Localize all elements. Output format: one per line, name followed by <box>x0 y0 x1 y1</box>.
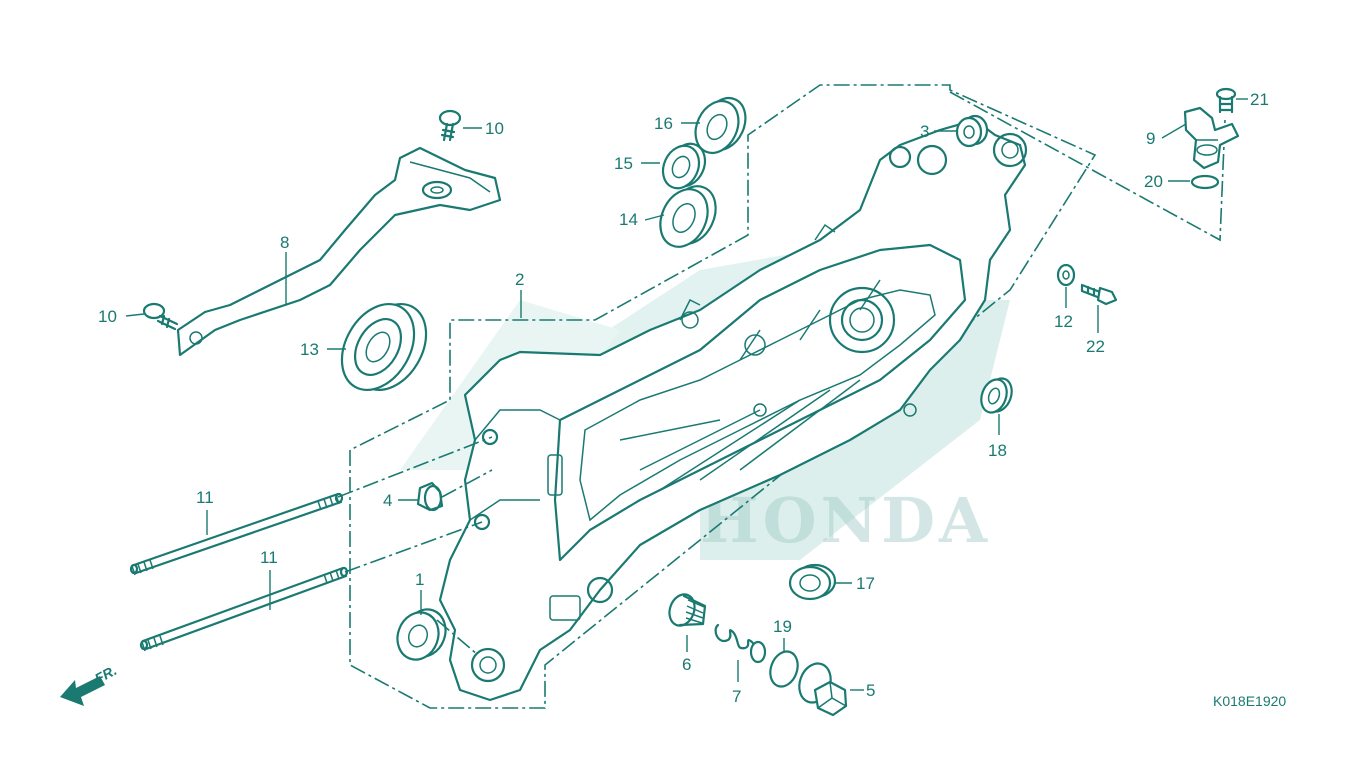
speed-sensor-9 <box>1183 106 1240 170</box>
sensor-group-outline <box>949 91 1226 242</box>
collar-4 <box>416 481 444 512</box>
callout-10-lower: 10 <box>98 307 117 326</box>
diagram-code: K018E1920 <box>1213 693 1286 709</box>
callout-11-lower: 11 <box>260 548 278 567</box>
callout-7: 7 <box>732 687 741 706</box>
oil-seal-18 <box>980 377 1013 414</box>
washer-12 <box>1056 263 1076 287</box>
dowel-1 <box>396 608 447 661</box>
strainer-6 <box>668 593 707 627</box>
callout-11-upper: 11 <box>196 488 214 507</box>
callout-6: 6 <box>682 655 691 674</box>
stud-11-lower <box>139 566 349 652</box>
bolt-10-lower <box>142 302 179 331</box>
bushing-3 <box>955 114 989 148</box>
callout-2: 2 <box>515 270 524 289</box>
callout-22: 22 <box>1086 337 1105 356</box>
left-crankcase <box>438 118 1028 702</box>
callout-19: 19 <box>773 617 792 636</box>
callout-15: 15 <box>614 154 633 173</box>
bolt-10-upper <box>438 109 462 142</box>
hanger-bracket <box>176 146 502 357</box>
bolt-22 <box>1080 283 1118 306</box>
crankcase-group-outline <box>349 84 1097 709</box>
callout-10-upper: 10 <box>485 119 504 138</box>
callout-4: 4 <box>383 491 392 510</box>
bearing-13 <box>340 302 428 392</box>
oil-seal-17 <box>788 563 837 601</box>
bearing-16 <box>694 97 747 154</box>
callout-3: 3 <box>920 122 929 141</box>
bolt-21 <box>1215 87 1237 114</box>
spring-7 <box>714 623 767 664</box>
callout-14: 14 <box>619 210 638 229</box>
callout-1: 1 <box>415 570 424 589</box>
callout-8: 8 <box>280 233 289 252</box>
callout-13: 13 <box>300 340 319 359</box>
callout-18: 18 <box>988 441 1007 460</box>
honda-watermark-text: HONDA <box>700 484 991 557</box>
front-arrow: FR. <box>60 662 119 706</box>
callout-16: 16 <box>654 114 673 133</box>
callout-17: 17 <box>856 574 875 593</box>
leader-lines <box>125 98 1248 691</box>
stud-11-upper <box>129 492 344 576</box>
callout-9: 9 <box>1146 129 1155 148</box>
o-ring-19 <box>769 650 799 688</box>
callout-12: 12 <box>1054 312 1073 331</box>
bearing-14 <box>659 185 717 248</box>
o-ring-20 <box>1190 174 1220 190</box>
callout-5: 5 <box>866 681 875 700</box>
bearing-15 <box>661 142 707 190</box>
callout-20: 20 <box>1144 172 1163 191</box>
callout-21: 21 <box>1250 90 1269 109</box>
stud-alignment-lines <box>337 436 493 656</box>
callout-labels: 1 2 3 4 5 6 7 8 9 10 10 11 11 12 13 14 1… <box>98 90 1269 706</box>
drain-bolt-5 <box>798 662 848 717</box>
